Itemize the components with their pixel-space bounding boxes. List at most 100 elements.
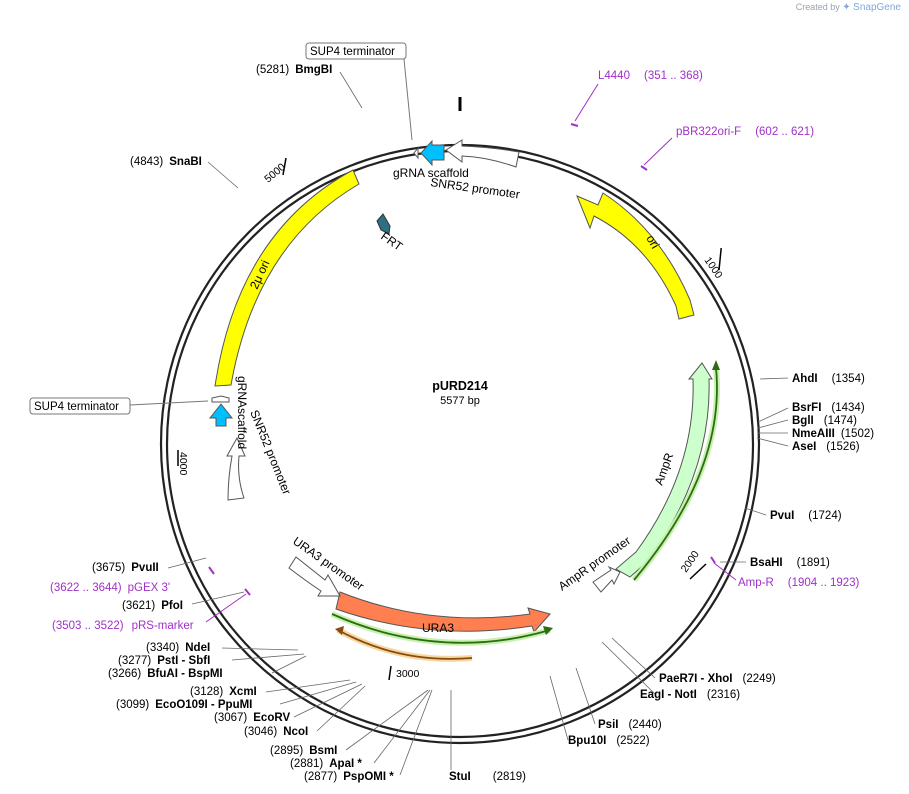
site-pvuii[interactable]: (3675)PvuII <box>92 562 159 574</box>
primer-pbr322-leader <box>643 137 673 166</box>
sup4-left-label: SUP4 terminator <box>34 401 119 413</box>
leader-ppumi <box>279 681 357 705</box>
leader-asei <box>756 437 789 447</box>
leader-bsmi <box>345 689 429 751</box>
site-ncoi[interactable]: (3046)NcoI <box>244 726 308 738</box>
ori-label: ori <box>643 233 662 252</box>
site-xcmi[interactable]: (3128)XcmI <box>190 686 257 698</box>
sup4-top-box[interactable] <box>305 42 407 60</box>
site-stui[interactable]: StuI(2819) <box>449 771 526 783</box>
ampr-feature[interactable] <box>615 362 713 578</box>
site-ecorv[interactable]: (3067)EcoRV <box>214 712 290 724</box>
snapgene-credit: Created by ✦ SnapGene <box>796 2 901 13</box>
leader-psii <box>575 667 596 725</box>
site-bgli[interactable]: BglI(1474) <box>792 415 857 427</box>
sup4-left-box[interactable] <box>29 397 131 415</box>
primer-pbr322ori-f[interactable]: pBR322ori-F(602 .. 621) <box>676 126 814 138</box>
site-bpu10i[interactable]: Bpu10I(2522) <box>568 735 650 747</box>
primer-markers <box>205 83 737 623</box>
site-ndei[interactable]: (3340)NdeI <box>146 642 210 654</box>
frt-label: FRT <box>378 229 406 254</box>
site-pvui[interactable]: PvuI(1724) <box>770 510 842 522</box>
snr52-promoter-top-feature[interactable] <box>445 139 520 168</box>
site-bspmi[interactable]: (3266)BfuAI - BspMI <box>108 668 223 680</box>
primer-pgex-3[interactable]: (3622 .. 3644)pGEX 3' <box>50 582 170 594</box>
site-leader-lines <box>167 71 789 776</box>
leader-bgli <box>757 419 789 429</box>
primer-pbr322-mark <box>640 165 648 171</box>
primer-prs-mark <box>244 588 251 596</box>
sup4-top-label: SUP4 terminator <box>310 46 395 58</box>
plasmid-name: pURD214 <box>432 379 488 393</box>
two-micron-ori-feature[interactable] <box>214 169 360 387</box>
leader-bsrfi <box>757 407 789 423</box>
leader-bspmi <box>271 655 307 674</box>
tick-2000-mark <box>689 563 707 580</box>
primer-l4440[interactable]: L4440(351 .. 368) <box>598 70 703 82</box>
primer-prs-marker[interactable]: (3503 .. 3522)pRS-marker <box>52 620 194 632</box>
grna-scaffold-left-label-1: gRNA <box>235 376 249 408</box>
leader-xcmi <box>265 679 351 693</box>
restriction-sites: (5281)BmgBI (4843)SnaBI AhdI(1354) BsrFI… <box>92 64 874 783</box>
site-pfoi[interactable]: (3621)PfoI <box>122 600 183 612</box>
site-noti[interactable]: EagI - NotI(2316) <box>640 689 740 701</box>
grna-scaffold-top-small-arrow <box>413 146 419 160</box>
site-ahdi[interactable]: AhdI(1354) <box>792 373 865 385</box>
tick-1000-mark <box>718 247 722 271</box>
ura3-orf-line <box>331 613 551 644</box>
leader-ncoi <box>316 685 366 732</box>
leader-pspomi <box>399 689 433 776</box>
primer-pgex-mark <box>208 566 215 575</box>
site-bsahi[interactable]: BsaHI(1891) <box>750 557 830 569</box>
primer-amp-r[interactable]: Amp-R(1904 .. 1923) <box>738 577 860 589</box>
primer-labels: L4440(351 .. 368) pBR322ori-F(602 .. 621… <box>50 70 860 632</box>
tick-4000: 4000 <box>177 452 189 476</box>
leader-snabi <box>207 161 239 189</box>
ampr-label: AmpR <box>652 451 677 487</box>
site-ppumi[interactable]: (3099)EcoO109I - PpuMI <box>116 699 252 711</box>
frt-feature[interactable] <box>376 213 391 235</box>
ampr-promoter-feature[interactable] <box>592 565 621 593</box>
site-bsmi[interactable]: (2895)BsmI <box>270 745 337 757</box>
leader-apai <box>373 689 431 764</box>
sup4-left-leader <box>129 400 209 406</box>
site-psii[interactable]: PsiI(2440) <box>598 719 662 731</box>
leader-pvui <box>744 507 767 516</box>
grna-scaffold-top-label: gRNA scaffold <box>393 166 469 180</box>
leader-ahdi <box>759 377 789 380</box>
tick-1000: 1000 <box>702 255 725 281</box>
grna-scaffold-top-feature[interactable] <box>420 139 445 167</box>
tick-3000-mark <box>388 665 392 681</box>
grna-scaffold-left-feature[interactable] <box>208 403 234 427</box>
site-bsrfi[interactable]: BsrFI(1434) <box>792 402 865 414</box>
site-sbfi[interactable]: (3277)PstI - SbfI <box>118 655 210 667</box>
ori-feature[interactable] <box>576 192 695 320</box>
leader-bpu10i <box>549 675 569 741</box>
leader-xhoi <box>611 637 656 679</box>
site-nmeaiii[interactable]: NmeAIII(1502) <box>792 428 874 440</box>
ura3-promoter-feature[interactable] <box>288 556 341 597</box>
orange-orf-line <box>337 629 473 660</box>
primer-l4440-mark <box>570 123 579 127</box>
site-apai[interactable]: (2881)ApaI * <box>290 758 362 770</box>
grna-scaffold-left-label-2: scaffold <box>235 408 249 449</box>
site-pspomi[interactable]: (2877)PspOMI * <box>304 771 394 783</box>
orange-orf-arrow <box>335 626 344 635</box>
grna-scaffold-left-small-arrow <box>211 395 230 403</box>
site-asei[interactable]: AseI(1526) <box>792 441 860 453</box>
leader-bmgbi <box>339 71 363 109</box>
snr52-promoter-left-feature[interactable] <box>226 436 246 501</box>
plasmid-length: 5577 bp <box>440 395 480 407</box>
primer-prs-leader <box>205 593 247 623</box>
leader-pfoi <box>191 591 245 605</box>
site-xhoi[interactable]: PaeR7I - XhoI(2249) <box>659 673 776 685</box>
site-bmgbi[interactable]: (5281)BmgBI <box>256 64 332 76</box>
snr52-promoter-left-label: SNR52 promoter <box>247 408 294 497</box>
leader-noti <box>601 641 656 695</box>
leader-ndei <box>221 647 299 651</box>
credit-prefix: Created by <box>795 2 840 12</box>
ura3-orf-arrow <box>543 626 553 635</box>
sup4-top-leader <box>403 58 413 141</box>
leader-ecorv <box>293 683 363 718</box>
site-snabi[interactable]: (4843)SnaBI <box>130 156 202 168</box>
